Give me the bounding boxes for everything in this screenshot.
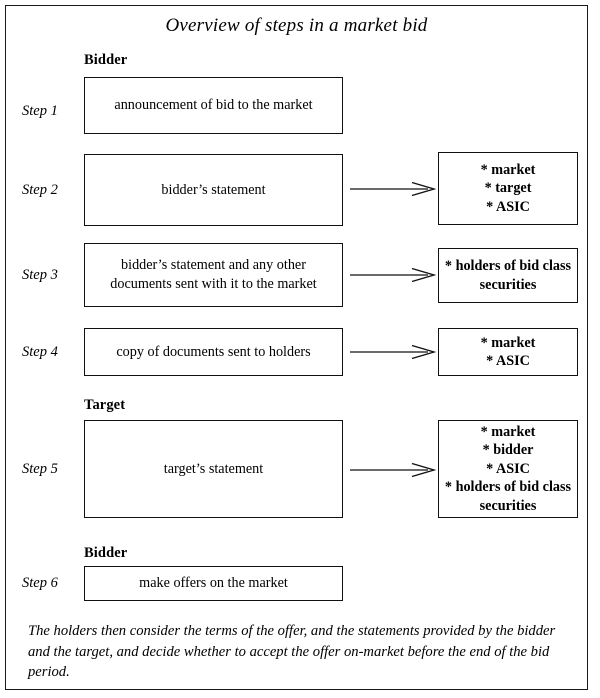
recipient-box-5-text: * market * bidder * ASIC * holders of bi… [444, 423, 572, 514]
arrow-step-5 [350, 462, 436, 478]
recipient-box-4: * market * ASIC [438, 328, 578, 376]
step-box-1: announcement of bid to the market [84, 77, 343, 134]
group-label-target: Target [84, 397, 126, 413]
recipient-box-5: * market * bidder * ASIC * holders of bi… [438, 420, 578, 518]
recipient-box-4-text: * market * ASIC [480, 334, 536, 370]
arrow-step-3 [350, 267, 436, 283]
step-box-2: bidder’s statement [84, 154, 343, 226]
recipient-box-3-text: * holders of bid class securities [444, 258, 572, 293]
step-label-6: Step 6 [22, 575, 58, 591]
step-box-1-text: announcement of bid to the market [114, 97, 313, 113]
arrow-step-4 [350, 344, 436, 360]
step-label-4: Step 4 [22, 344, 58, 360]
step-box-4: copy of documents sent to holders [84, 328, 343, 376]
step-box-5-text: target’s statement [163, 460, 264, 477]
group-label-bidder-bottom: Bidder [84, 545, 128, 561]
step-box-4-text: copy of documents sent to holders [116, 343, 311, 360]
footer-note: The holders then consider the terms of t… [28, 623, 556, 680]
step-label-5: Step 5 [22, 461, 58, 477]
step-label-1: Step 1 [22, 103, 58, 119]
group-label-bidder-top: Bidder [84, 52, 128, 68]
step-box-3: bidder’s statement and any other documen… [84, 243, 343, 307]
recipient-box-2-text: * market * target * ASIC [480, 161, 536, 215]
step-box-6: make offers on the market [84, 566, 343, 601]
step-box-6-text: make offers on the market [139, 575, 288, 591]
step-box-3-text: bidder’s statement and any other documen… [110, 257, 317, 292]
step-label-3: Step 3 [22, 267, 58, 283]
step-box-5: target’s statement [84, 420, 343, 518]
recipient-box-2: * market * target * ASIC [438, 152, 578, 225]
arrow-step-2 [350, 181, 436, 197]
step-label-2: Step 2 [22, 182, 58, 198]
recipient-box-3: * holders of bid class securities [438, 248, 578, 303]
page-title: Overview of steps in a market bid [165, 15, 428, 36]
step-box-2-text: bidder’s statement [161, 181, 266, 198]
